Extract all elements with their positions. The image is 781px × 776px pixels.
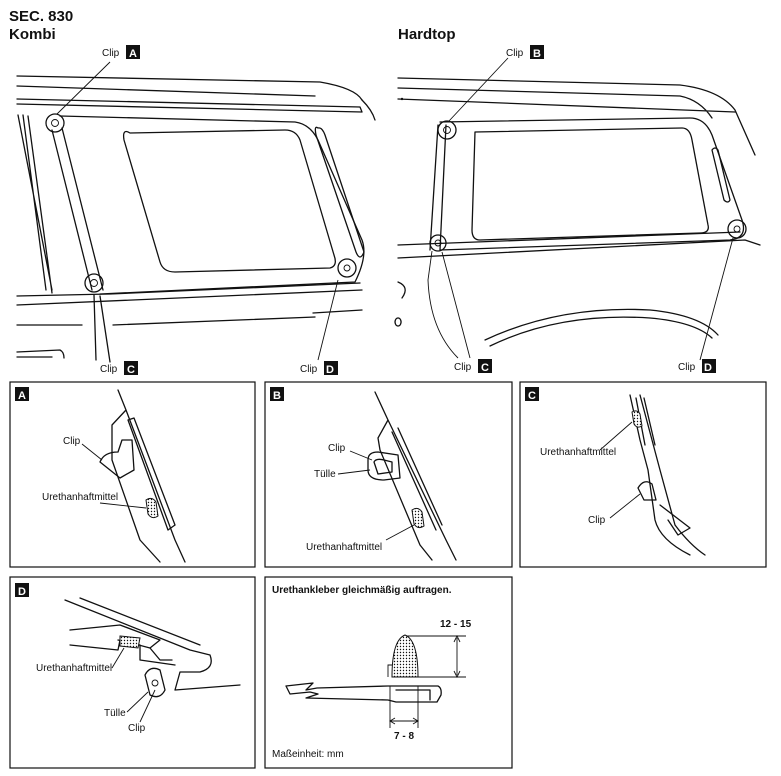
callout-clip-b: Clip B bbox=[506, 45, 544, 60]
svg-text:Tülle: Tülle bbox=[314, 469, 336, 480]
hardtop-illustration bbox=[394, 57, 761, 361]
svg-text:Urethanhaftmittel: Urethanhaftmittel bbox=[540, 447, 616, 458]
svg-text:Clip: Clip bbox=[588, 515, 606, 526]
svg-text:Clip: Clip bbox=[678, 362, 696, 373]
svg-text:C: C bbox=[481, 362, 489, 374]
svg-text:D: D bbox=[326, 364, 334, 376]
section-title: SEC. 830 bbox=[9, 8, 73, 25]
detail-d-panel: D Urethanhaftmittel Tülle Clip bbox=[9, 576, 256, 769]
svg-text:C: C bbox=[127, 364, 135, 376]
dimension-title: Urethankleber gleichmäßig auftragen. bbox=[272, 585, 452, 596]
callout-clip-c-hardtop: Clip C bbox=[454, 359, 492, 374]
detail-c-panel: C Urethanhaftmittel Clip bbox=[519, 381, 767, 568]
svg-text:D: D bbox=[704, 362, 712, 374]
callout-clip-d-kombi: Clip D bbox=[300, 361, 338, 376]
svg-text:Urethanhaftmittel: Urethanhaftmittel bbox=[36, 663, 112, 674]
svg-text:Clip: Clip bbox=[63, 436, 81, 447]
svg-text:Clip: Clip bbox=[454, 362, 472, 373]
svg-text:Clip: Clip bbox=[100, 364, 118, 375]
svg-text:Clip: Clip bbox=[328, 443, 346, 454]
svg-text:D: D bbox=[18, 586, 26, 598]
svg-text:Clip: Clip bbox=[128, 723, 146, 734]
detail-b-panel: B Clip Tülle Urethanhaftmittel bbox=[264, 381, 513, 568]
detail-a-panel: A Clip Urethanhaftmittel bbox=[9, 381, 256, 568]
kombi-title: Kombi bbox=[9, 26, 56, 43]
dimension-height: 12 - 15 bbox=[440, 619, 472, 630]
svg-text:Tülle: Tülle bbox=[104, 708, 126, 719]
svg-text:Clip: Clip bbox=[506, 48, 524, 59]
svg-text:A: A bbox=[129, 48, 137, 60]
svg-text:Clip: Clip bbox=[102, 48, 120, 59]
dimension-width: 7 - 8 bbox=[394, 731, 414, 742]
callout-clip-c-kombi: Clip C bbox=[100, 361, 138, 376]
svg-text:Urethanhaftmittel: Urethanhaftmittel bbox=[42, 492, 118, 503]
kombi-illustration bbox=[16, 61, 376, 363]
svg-text:B: B bbox=[273, 390, 281, 402]
svg-text:Urethanhaftmittel: Urethanhaftmittel bbox=[306, 542, 382, 553]
svg-text:A: A bbox=[18, 390, 26, 402]
hardtop-title: Hardtop bbox=[398, 26, 456, 43]
svg-text:C: C bbox=[528, 390, 536, 402]
callout-clip-a: Clip A bbox=[102, 45, 140, 60]
adhesive-dimension-panel: Urethankleber gleichmäßig auftragen. 12 … bbox=[264, 576, 513, 769]
callout-clip-d-hardtop: Clip D bbox=[678, 359, 716, 374]
svg-text:B: B bbox=[533, 48, 541, 60]
svg-text:Clip: Clip bbox=[300, 364, 318, 375]
unit-label: Maßeinheit: mm bbox=[272, 749, 344, 760]
